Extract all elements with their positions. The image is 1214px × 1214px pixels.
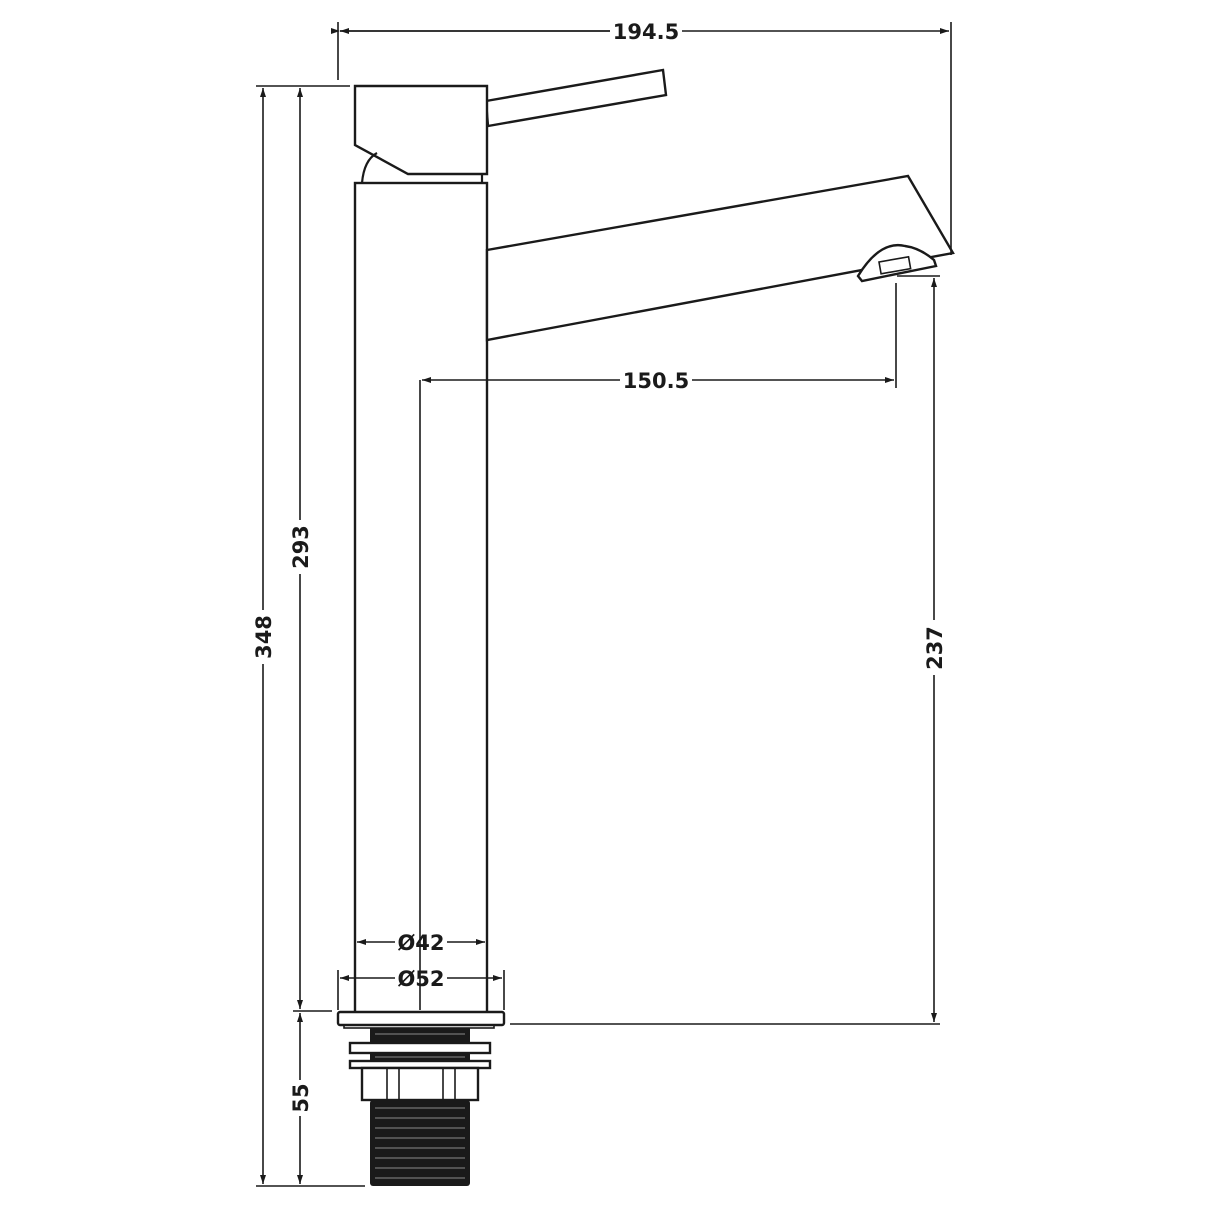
label-body-diameter: Ø42 — [397, 931, 444, 955]
tap-base — [336, 1010, 506, 1186]
back-nut — [360, 1066, 480, 1102]
label-tail-length: 55 — [289, 1083, 313, 1112]
dimension-overall-height: 348 — [252, 85, 365, 1187]
aerator-insert — [878, 255, 912, 275]
tap-body — [353, 68, 955, 1017]
lever-handle — [484, 68, 668, 128]
washer — [348, 1041, 492, 1055]
dimension-outlet-height: 237 — [510, 275, 947, 1025]
dimension-body-height: 293 — [289, 88, 332, 1012]
aerator — [856, 243, 938, 283]
threaded-tail — [370, 1100, 470, 1186]
main-column — [353, 181, 489, 1017]
dimension-body-diameter: Ø42 — [357, 931, 485, 955]
base-plate — [336, 1010, 506, 1027]
head-dome — [360, 152, 378, 184]
dimension-overall-width: 194.5 — [331, 20, 952, 255]
dimension-spout-reach: 150.5 — [419, 283, 897, 1010]
label-overall-width: 194.5 — [613, 20, 679, 44]
label-spout-reach: 150.5 — [623, 369, 689, 393]
handle-head — [353, 84, 489, 176]
label-overall-height: 348 — [252, 615, 276, 659]
label-body-height: 293 — [289, 525, 313, 569]
dimension-base-diameter: Ø52 — [337, 967, 505, 1010]
spout — [485, 174, 955, 342]
upper-thread — [370, 1028, 470, 1043]
dimension-tail-length: 55 — [289, 1013, 313, 1184]
label-outlet-height: 237 — [923, 626, 947, 670]
label-base-diameter: Ø52 — [397, 967, 444, 991]
